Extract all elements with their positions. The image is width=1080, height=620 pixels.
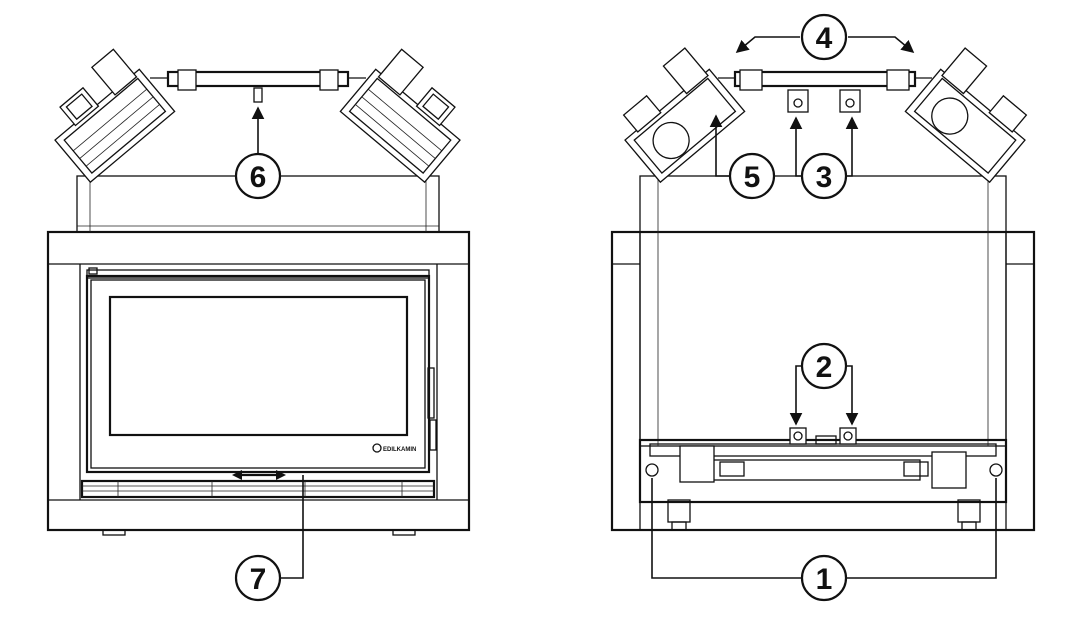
rear-fan-assembly-left (622, 47, 746, 184)
rear-view: 4 5 3 2 1 (610, 13, 1036, 602)
rear-outer-frame (610, 230, 1036, 532)
callout-4 (800, 13, 848, 61)
callout-5 (728, 152, 776, 200)
door (85, 274, 431, 474)
callout-2 (800, 342, 848, 390)
callout-6-label: 6 (250, 161, 267, 194)
callout-3 (800, 152, 848, 200)
callout-7-label: 7 (250, 563, 267, 596)
fan-assembly-left (54, 48, 176, 184)
glass-panel (108, 295, 409, 437)
bottom-assembly (638, 438, 1008, 504)
callout-1 (800, 554, 848, 602)
rear-fan-assembly-right (904, 47, 1028, 184)
callout-4-label: 4 (816, 22, 833, 55)
callout-7 (234, 554, 282, 602)
callout-2-label: 2 (816, 351, 833, 384)
callout-5-label: 5 (744, 161, 761, 194)
brand-label: EDILKAMIN (383, 447, 416, 453)
top-bar (166, 70, 350, 88)
callout-1-label: 1 (816, 563, 833, 596)
front-view: EDILKAMIN (46, 48, 471, 602)
air-grille (80, 479, 436, 499)
callout-6 (234, 152, 282, 200)
fan-assembly-right (339, 48, 461, 184)
callout-3-label: 3 (816, 161, 833, 194)
rear-duct (639, 175, 1007, 447)
